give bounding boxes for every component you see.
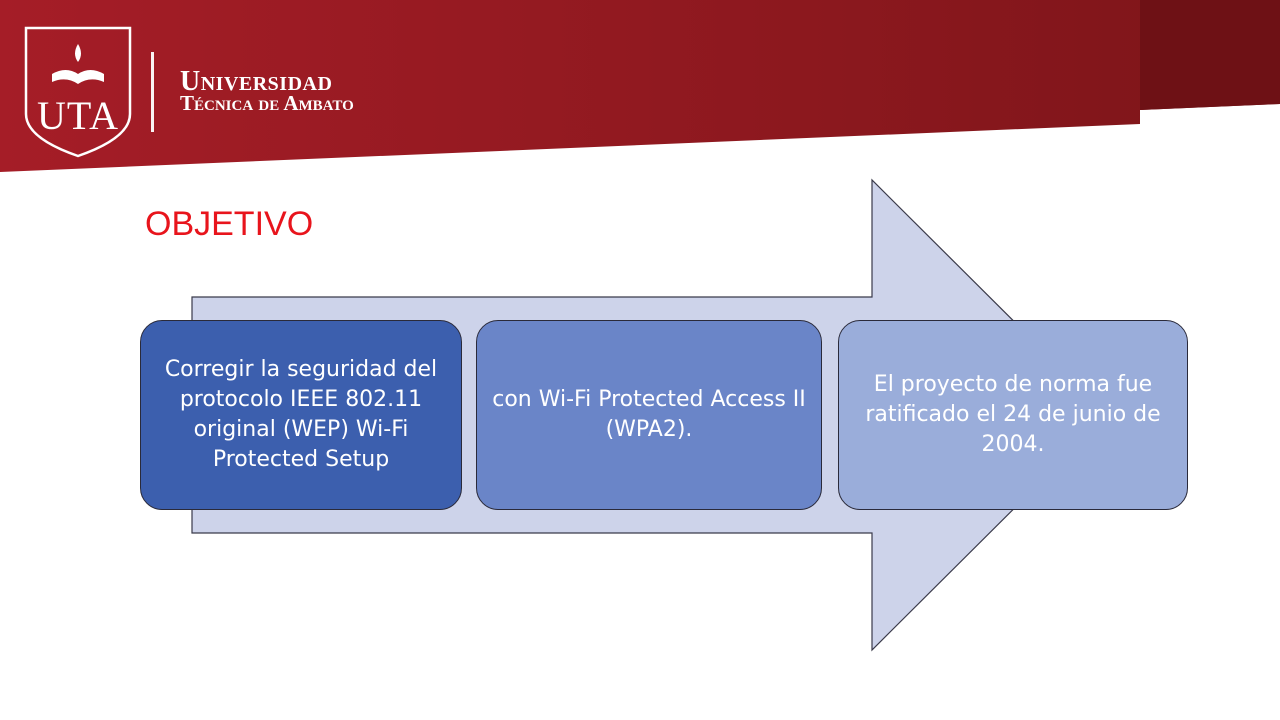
process-step-1-text: Corregir la seguridad del protocolo IEEE… (164, 357, 438, 472)
logo-shield-icon (24, 26, 132, 158)
university-name: Universidad (180, 66, 333, 97)
process-step-3: El proyecto de norma fue ratificado el 2… (838, 320, 1188, 510)
logo-divider (151, 52, 154, 132)
uta-logo: UTA (22, 26, 134, 158)
process-step-1: Corregir la seguridad del protocolo IEEE… (140, 320, 462, 510)
process-step-2-text: con Wi-Fi Protected Access II (WPA2). (492, 387, 806, 442)
logo-text: UTA (36, 93, 119, 138)
process-step-3-text: El proyecto de norma fue ratificado el 2… (865, 372, 1161, 457)
university-subtitle: Técnica de Ambato (180, 91, 354, 115)
header-band (0, 0, 1280, 180)
process-step-2: con Wi-Fi Protected Access II (WPA2). (476, 320, 822, 510)
slide-title: OBJETIVO (145, 205, 314, 243)
